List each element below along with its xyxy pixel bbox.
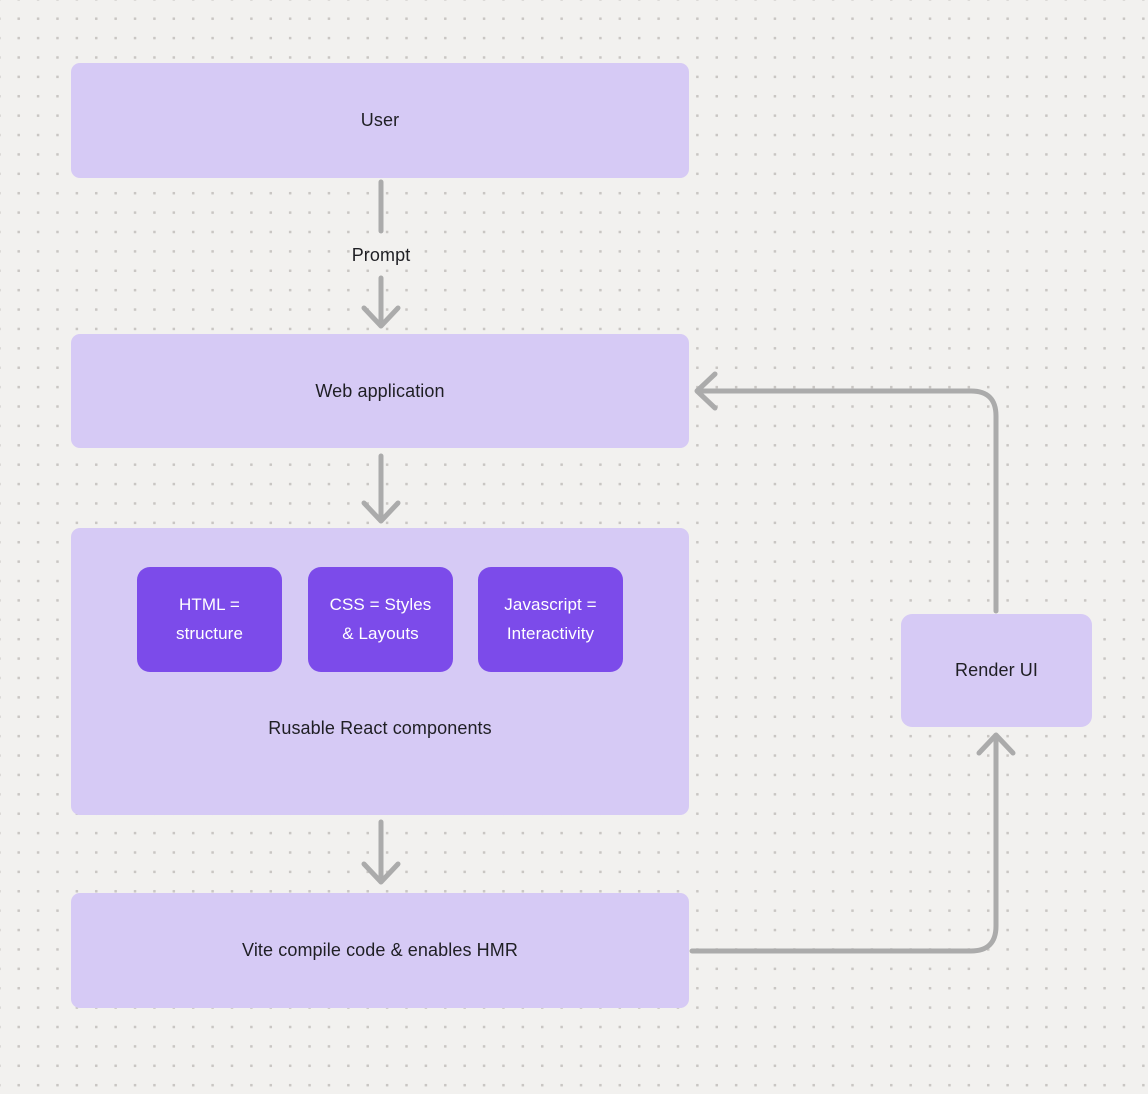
- node-vite[interactable]: Vite compile code & enables HMR: [71, 893, 689, 1008]
- chip-css-label: CSS = Styles & Layouts: [329, 594, 432, 643]
- node-render-ui-label: Render UI: [955, 660, 1038, 680]
- node-components-group[interactable]: HTML = structure CSS = Styles & Layouts …: [71, 528, 689, 815]
- edge-label-prompt: Prompt: [351, 245, 411, 265]
- chip-html[interactable]: HTML = structure: [137, 567, 282, 672]
- chip-css[interactable]: CSS = Styles & Layouts: [308, 567, 453, 672]
- chip-javascript-label: Javascript = Interactivity: [504, 594, 597, 643]
- connector-web-application-to-components[interactable]: [361, 453, 401, 524]
- node-vite-label: Vite compile code & enables HMR: [242, 940, 518, 960]
- connector-render-ui-to-web-application[interactable]: [694, 371, 999, 614]
- node-web-application-label: Web application: [315, 380, 445, 401]
- chip-html-label: HTML = structure: [175, 594, 244, 643]
- connector-user-to-web-application[interactable]: [361, 179, 401, 329]
- chip-javascript[interactable]: Javascript = Interactivity: [478, 567, 623, 672]
- connector-components-to-vite[interactable]: [361, 819, 401, 885]
- connector-vite-to-render-ui[interactable]: [689, 732, 1016, 954]
- node-render-ui[interactable]: Render UI: [901, 614, 1092, 727]
- node-user-label: User: [360, 110, 400, 130]
- components-group-caption: Rusable React components: [268, 718, 492, 738]
- node-web-application[interactable]: Web application: [71, 334, 689, 448]
- node-user[interactable]: User: [71, 63, 689, 178]
